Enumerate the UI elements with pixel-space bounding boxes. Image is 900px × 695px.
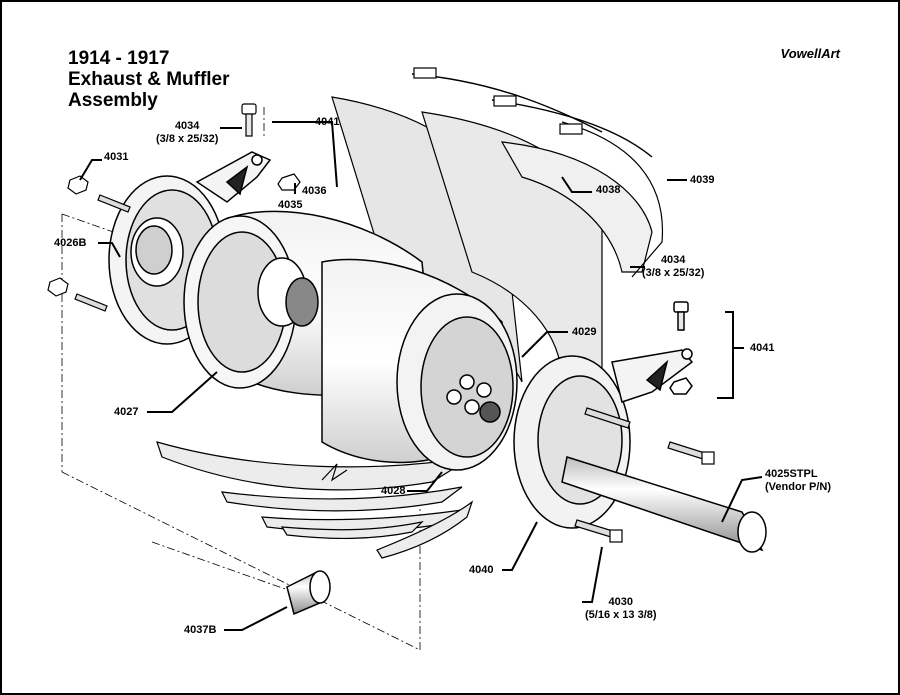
vendor-note: (Vendor P/N) — [765, 481, 832, 493]
label-4028: 4028 — [381, 485, 406, 497]
left-bolts — [47, 103, 301, 312]
part-number: 4034 — [660, 254, 686, 266]
label-4038: 4038 — [596, 184, 621, 196]
label-4031: 4031 — [104, 151, 129, 163]
diagram-title: 1914 - 1917 Exhaust & Muffler Assembly — [68, 48, 230, 111]
part-number: 4025STPL — [765, 468, 818, 480]
label-4026b: 4026B — [54, 237, 87, 249]
part-size: (3/8 x 25/32) — [642, 267, 705, 279]
part-size: (3/8 x 25/32) — [156, 133, 219, 145]
label-4037b: 4037B — [184, 624, 217, 636]
title-line-2: Exhaust & Muffler — [68, 69, 230, 90]
label-4041-top: 4041 — [315, 116, 340, 128]
muffler-shell-front — [321, 258, 518, 471]
label-4040: 4040 — [469, 564, 494, 576]
label-4041-right: 4041 — [750, 342, 775, 354]
part-number: 4034 — [174, 120, 200, 132]
right-bolts — [574, 407, 715, 543]
inlet-pipe — [286, 570, 331, 616]
label-4034-top: 4034 (3/8 x 25/32) — [156, 120, 218, 146]
right-end-cap — [513, 301, 767, 553]
title-line-1: 1914 - 1917 — [68, 48, 170, 69]
label-4034-right: 4034 (3/8 x 25/32) — [642, 254, 704, 280]
lower-strip-fragments — [156, 441, 474, 559]
label-4027: 4027 — [114, 406, 139, 418]
part-size: (5/16 x 13 3/8) — [585, 609, 657, 621]
label-4035: 4035 — [278, 199, 303, 211]
label-4039: 4039 — [690, 174, 715, 186]
label-4029: 4029 — [572, 326, 597, 338]
title-line-3: Assembly — [68, 90, 158, 111]
left-end-cap — [108, 151, 272, 345]
label-4036: 4036 — [302, 185, 327, 197]
label-4025stpl: 4025STPL (Vendor P/N) — [765, 468, 831, 494]
part-number: 4030 — [608, 596, 634, 608]
label-4030: 4030 (5/16 x 13 3/8) — [585, 596, 657, 622]
artist-credit: VowellArt — [780, 46, 840, 61]
leader-lines — [79, 121, 763, 631]
